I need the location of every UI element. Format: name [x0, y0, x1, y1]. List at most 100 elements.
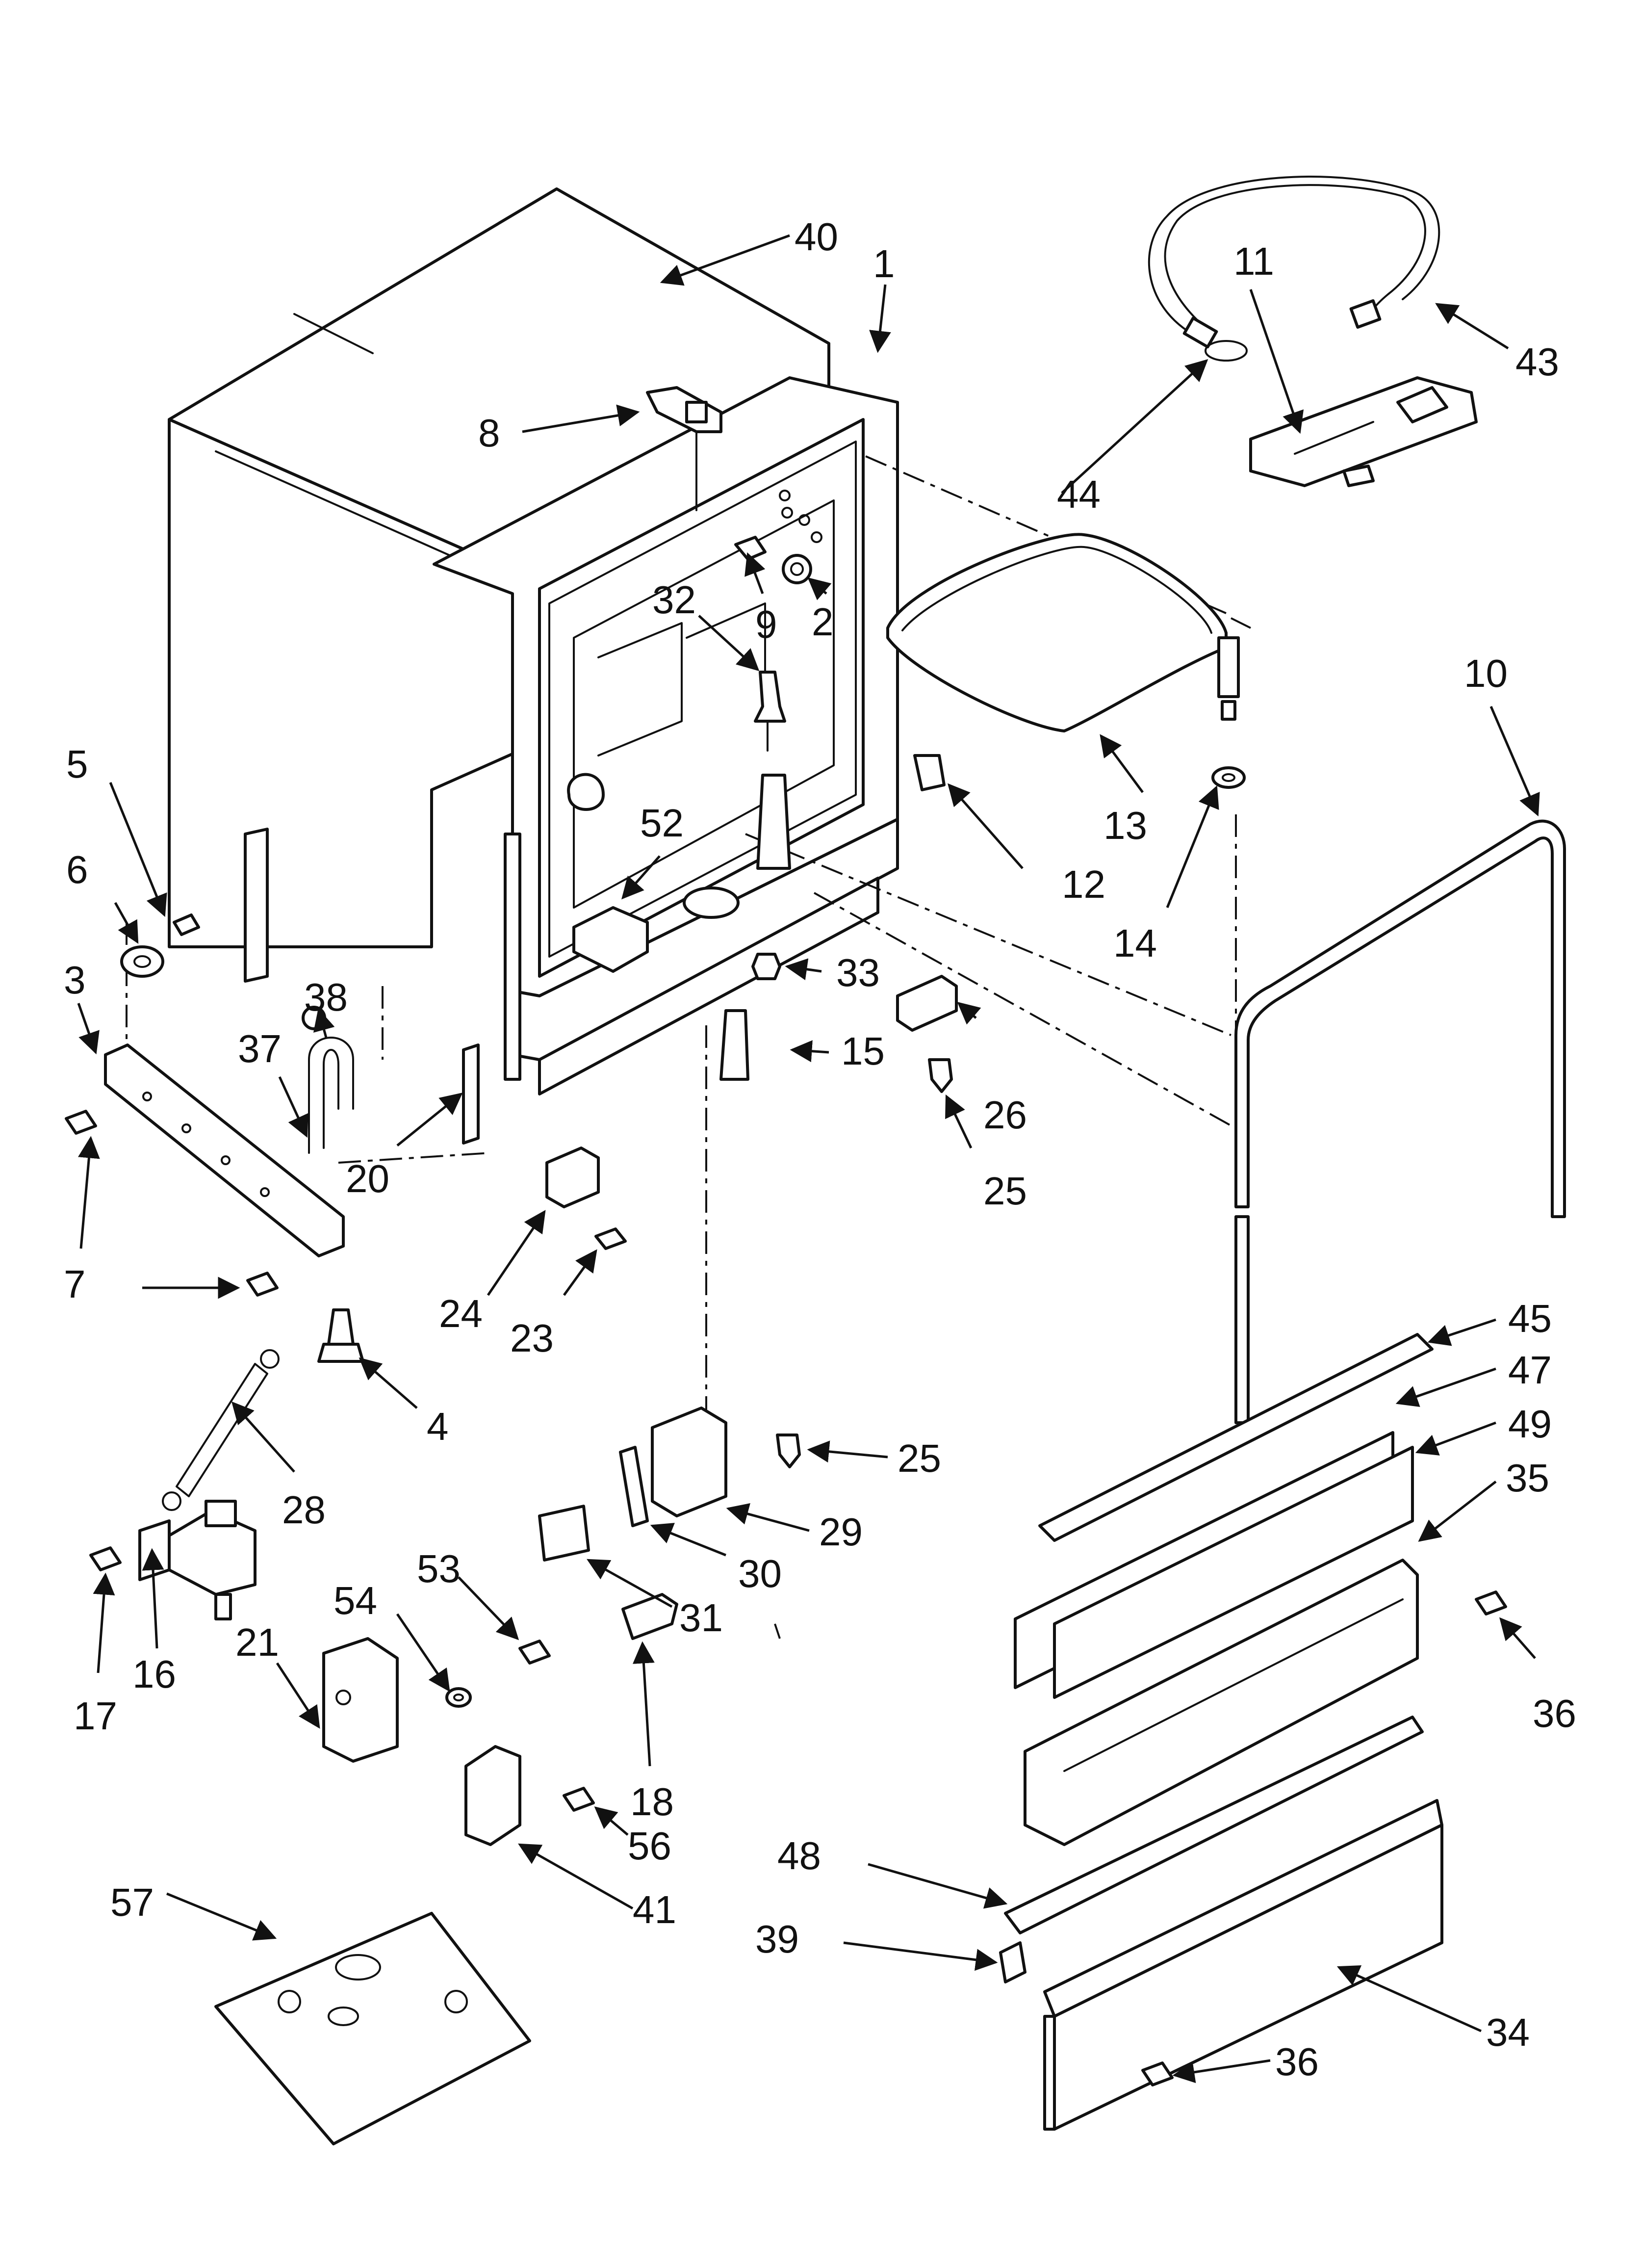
callout-43: 43 [1515, 340, 1559, 384]
part-39-clip [999, 1941, 1026, 1983]
callout-53: 53 [417, 1547, 461, 1590]
callout-45: 45 [1508, 1297, 1552, 1340]
part-30-lever [619, 1446, 649, 1527]
part-53-screw [518, 1640, 551, 1665]
part-24-bracket [545, 1147, 627, 1250]
callout-24: 24 [439, 1292, 483, 1335]
panel-45 [1038, 1333, 1434, 1542]
part-8-clip [646, 386, 722, 433]
callout-labels: 1 2 3 4 5 6 7 7 8 9 10 11 12 13 14 15 16… [64, 215, 1576, 2084]
part-36-screw-lower [1141, 2061, 1174, 2086]
part-21-plate [322, 1637, 399, 1763]
part-15-spacer [719, 774, 791, 1081]
leader-lines [77, 234, 1540, 2084]
part-25-screw-upper [928, 1058, 953, 1093]
callout-23: 23 [510, 1316, 554, 1360]
callout-4: 4 [427, 1405, 449, 1448]
callout-10: 10 [1464, 652, 1508, 695]
part-20-strip [462, 1043, 480, 1145]
callout-21: 21 [235, 1620, 279, 1664]
part-4-leg [317, 1308, 364, 1363]
part-33-nut [751, 953, 781, 980]
callout-33: 33 [836, 951, 880, 994]
callout-13: 13 [1103, 804, 1147, 847]
callout-7b: 7 [64, 1262, 86, 1306]
callout-48: 48 [777, 1834, 821, 1877]
part-52-bracket [572, 906, 649, 973]
callout-54: 54 [334, 1579, 377, 1622]
callout-49: 49 [1508, 1402, 1552, 1446]
callout-6: 6 [66, 848, 88, 891]
callout-35: 35 [1506, 1456, 1549, 1500]
callout-29: 29 [819, 1510, 863, 1554]
part-57-bag [214, 1912, 531, 2145]
callout-20: 20 [346, 1157, 389, 1200]
callout-28: 28 [282, 1488, 326, 1532]
part-36-screw-upper [1475, 1590, 1507, 1616]
callout-9: 9 [755, 602, 777, 646]
callout-56: 56 [628, 1824, 671, 1868]
callout-36a: 36 [1533, 1692, 1576, 1735]
part-10-frame [1234, 819, 1566, 1424]
callout-38: 38 [304, 975, 348, 1019]
part-7-screw-a [65, 1110, 97, 1135]
part-28-spring [162, 1349, 280, 1511]
part-14-washer [1211, 766, 1246, 789]
panel-35 [1024, 1559, 1419, 1846]
callout-5: 5 [66, 742, 88, 786]
part-43-hose [1148, 176, 1440, 349]
part-26-bracket [896, 975, 958, 1032]
part-17-screw [89, 1546, 122, 1571]
callout-1: 1 [873, 242, 895, 286]
callout-25a: 25 [983, 1169, 1027, 1213]
callout-3: 3 [64, 958, 86, 1002]
part-29-bracket [651, 1407, 727, 1517]
callout-30: 30 [738, 1552, 782, 1595]
callout-18: 18 [630, 1780, 674, 1824]
callout-16: 16 [132, 1652, 176, 1696]
part-56-screw [563, 1787, 595, 1812]
callout-15: 15 [841, 1029, 885, 1073]
callout-41: 41 [633, 1888, 676, 1931]
callout-31: 31 [679, 1596, 723, 1640]
part-11-inlet [1249, 376, 1478, 487]
callout-26: 26 [983, 1093, 1027, 1137]
part-16-valve [138, 1500, 257, 1620]
callout-11: 11 [1233, 239, 1274, 283]
part-5-screw [173, 913, 200, 936]
callout-40: 40 [795, 215, 838, 259]
panel-34-toe [1043, 1799, 1443, 2131]
callout-34: 34 [1486, 2010, 1530, 2054]
part-37-hose [302, 1006, 354, 1154]
part-13-heater [886, 533, 1240, 732]
part-32-float [754, 671, 786, 752]
callout-44: 44 [1057, 472, 1101, 516]
callout-47: 47 [1508, 1348, 1552, 1392]
callout-8: 8 [478, 411, 500, 455]
panel-49 [1053, 1446, 1414, 1699]
callout-2: 2 [812, 600, 834, 644]
part-3-bracket [104, 1043, 345, 1257]
tub-assembly [168, 187, 899, 1095]
part-6-washer [120, 945, 164, 978]
part-31-plate [538, 1505, 590, 1562]
part-25-screw-lower [776, 1434, 801, 1468]
callout-32: 32 [652, 578, 696, 622]
part-41-bracket [464, 1745, 521, 1846]
callout-36b: 36 [1275, 2040, 1319, 2084]
part-12-clip [913, 754, 946, 791]
callout-25b: 25 [898, 1436, 941, 1480]
part-7-screw-b [246, 1272, 279, 1297]
part-54-washer [445, 1687, 472, 1708]
callout-57: 57 [110, 1880, 154, 1924]
panel-48-grille [1004, 1716, 1424, 1934]
callout-14: 14 [1113, 921, 1157, 965]
part-2-nozzle [779, 490, 822, 584]
callout-17: 17 [74, 1694, 117, 1738]
callout-52: 52 [640, 801, 684, 845]
callout-37: 37 [238, 1027, 282, 1070]
part-44-clamp [1205, 340, 1248, 362]
part-18-clip [621, 1593, 678, 1640]
callout-12: 12 [1062, 862, 1105, 906]
